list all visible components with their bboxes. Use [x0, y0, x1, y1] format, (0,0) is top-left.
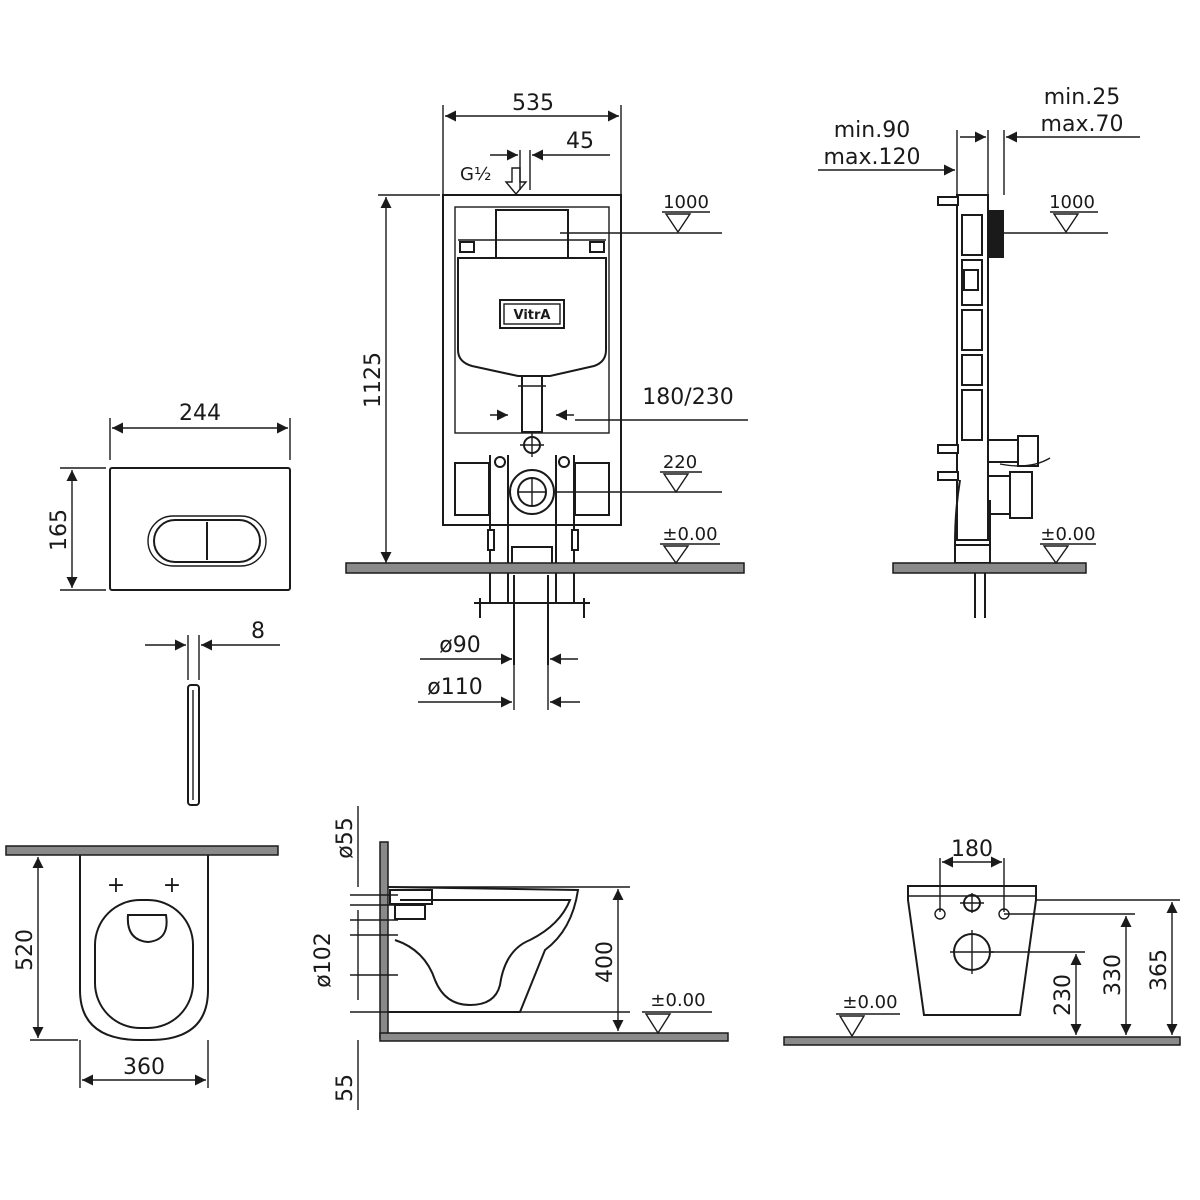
frame-side-view: min.90 max.120 min.25 max.70: [818, 85, 1140, 618]
bowl-back-h2-label: 330: [1101, 954, 1126, 996]
side-level-floor-label: ±0.00: [1040, 524, 1095, 545]
frame-width-label: 535: [512, 91, 554, 116]
svg-text:+: +: [107, 873, 125, 898]
bowl-back-view: 180 230 330 365 ±0.00: [783, 837, 1181, 1046]
frame-front-view: 535 45 G½ 1125 VitrA: [345, 91, 748, 710]
side-depth-min-label: min.90: [834, 118, 910, 143]
vitra-logo: VitrA: [514, 308, 551, 323]
outlet-diam-label: ø102: [311, 932, 336, 987]
outlet-top-label: ø55: [333, 817, 358, 858]
inlet-thread-label: G½: [460, 164, 491, 185]
bowl-width-label: 360: [123, 1055, 165, 1080]
bowl-side-view: 400 ø55 ø102 55 ±0.00: [311, 806, 729, 1110]
front-level-floor-label: ±0.00: [662, 524, 717, 545]
flush-plate-front-view: 244 165: [47, 401, 291, 591]
frame-height-label: 1125: [361, 352, 386, 408]
front-level-top-label: 1000: [663, 192, 709, 213]
inlet-offset-label: 45: [566, 129, 594, 154]
side-wall-min-label: min.25: [1044, 85, 1120, 110]
bowl-side-level-label: ±0.00: [650, 990, 705, 1011]
bowl-back-h3-label: 365: [1147, 949, 1172, 991]
bolt-spacing-label: 180: [951, 837, 993, 862]
svg-text:+: +: [163, 873, 181, 898]
flush-plate-side-view: 8: [145, 619, 280, 806]
side-depth-max-label: max.120: [824, 145, 921, 170]
bottom-offset-label: 55: [333, 1074, 358, 1102]
pipe-large-label: ø110: [427, 675, 482, 700]
side-level-top-label: 1000: [1049, 192, 1095, 213]
front-level-mid-label: 220: [663, 452, 697, 473]
plate-width-label: 244: [179, 401, 221, 426]
bowl-back-level-label: ±0.00: [842, 992, 897, 1013]
bowl-depth-label: 520: [13, 929, 38, 971]
front-spacing-label: 180/230: [642, 385, 733, 410]
plate-thickness-label: 8: [251, 619, 265, 644]
plate-height-label: 165: [47, 509, 72, 551]
bowl-back-h1-label: 230: [1051, 974, 1076, 1016]
bowl-height-label: 400: [593, 941, 618, 983]
pipe-small-label: ø90: [439, 633, 480, 658]
side-wall-max-label: max.70: [1041, 112, 1124, 137]
bowl-top-view: + + 520 360: [5, 845, 279, 1088]
